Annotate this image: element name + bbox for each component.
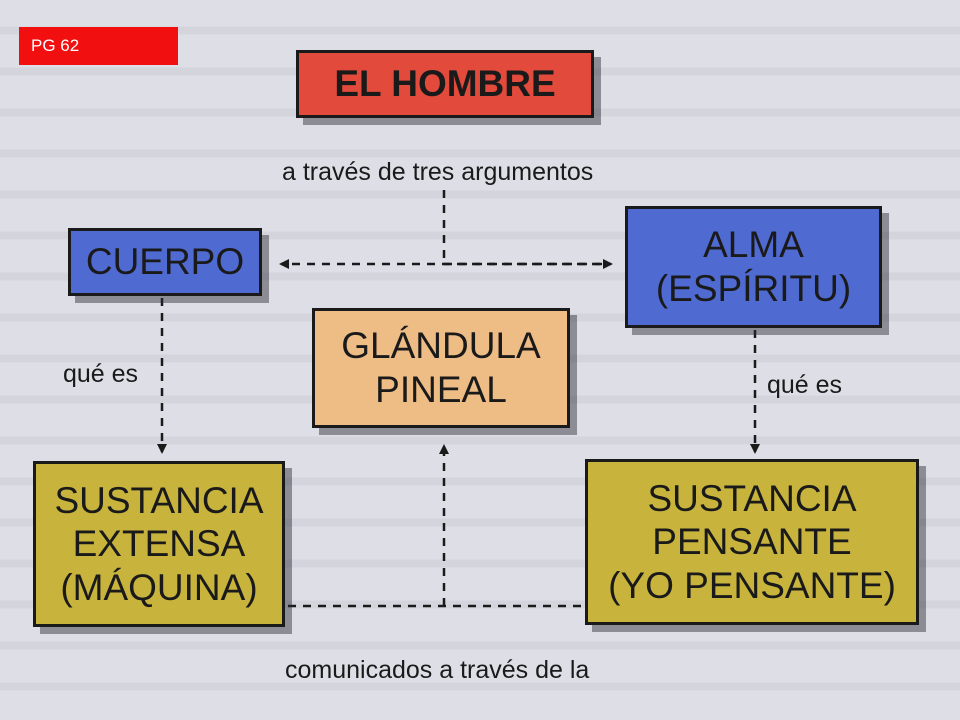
page-number-tag: PG 62: [19, 27, 178, 65]
node-sustancia-extensa-text: SUSTANCIA EXTENSA (MÁQUINA): [54, 479, 264, 608]
node-alma: ALMA (ESPÍRITU): [625, 206, 882, 328]
page-number-text: PG 62: [31, 36, 80, 55]
label-que-es-left: qué es: [63, 360, 139, 388]
node-sustancia-pensante: SUSTANCIA PENSANTE (YO PENSANTE): [585, 459, 919, 625]
node-glandula-pineal: GLÁNDULA PINEAL: [312, 308, 570, 428]
label-tres-argumentos: a través de tres argumentos: [282, 158, 594, 186]
node-el-hombre: EL HOMBRE: [296, 50, 594, 118]
label-que-es-right: qué es: [767, 371, 843, 399]
label-comunicados: comunicados a través de la: [285, 656, 590, 684]
node-cuerpo-text: CUERPO: [85, 241, 245, 282]
node-alma-text: ALMA (ESPÍRITU): [655, 223, 852, 309]
node-sustancia-pensante-text: SUSTANCIA PENSANTE (YO PENSANTE): [608, 477, 896, 606]
node-sustancia-extensa: SUSTANCIA EXTENSA (MÁQUINA): [33, 461, 285, 627]
node-glandula-pineal-text: GLÁNDULA PINEAL: [341, 324, 541, 410]
node-el-hombre-text: EL HOMBRE: [334, 63, 556, 104]
node-cuerpo: CUERPO: [68, 228, 262, 296]
